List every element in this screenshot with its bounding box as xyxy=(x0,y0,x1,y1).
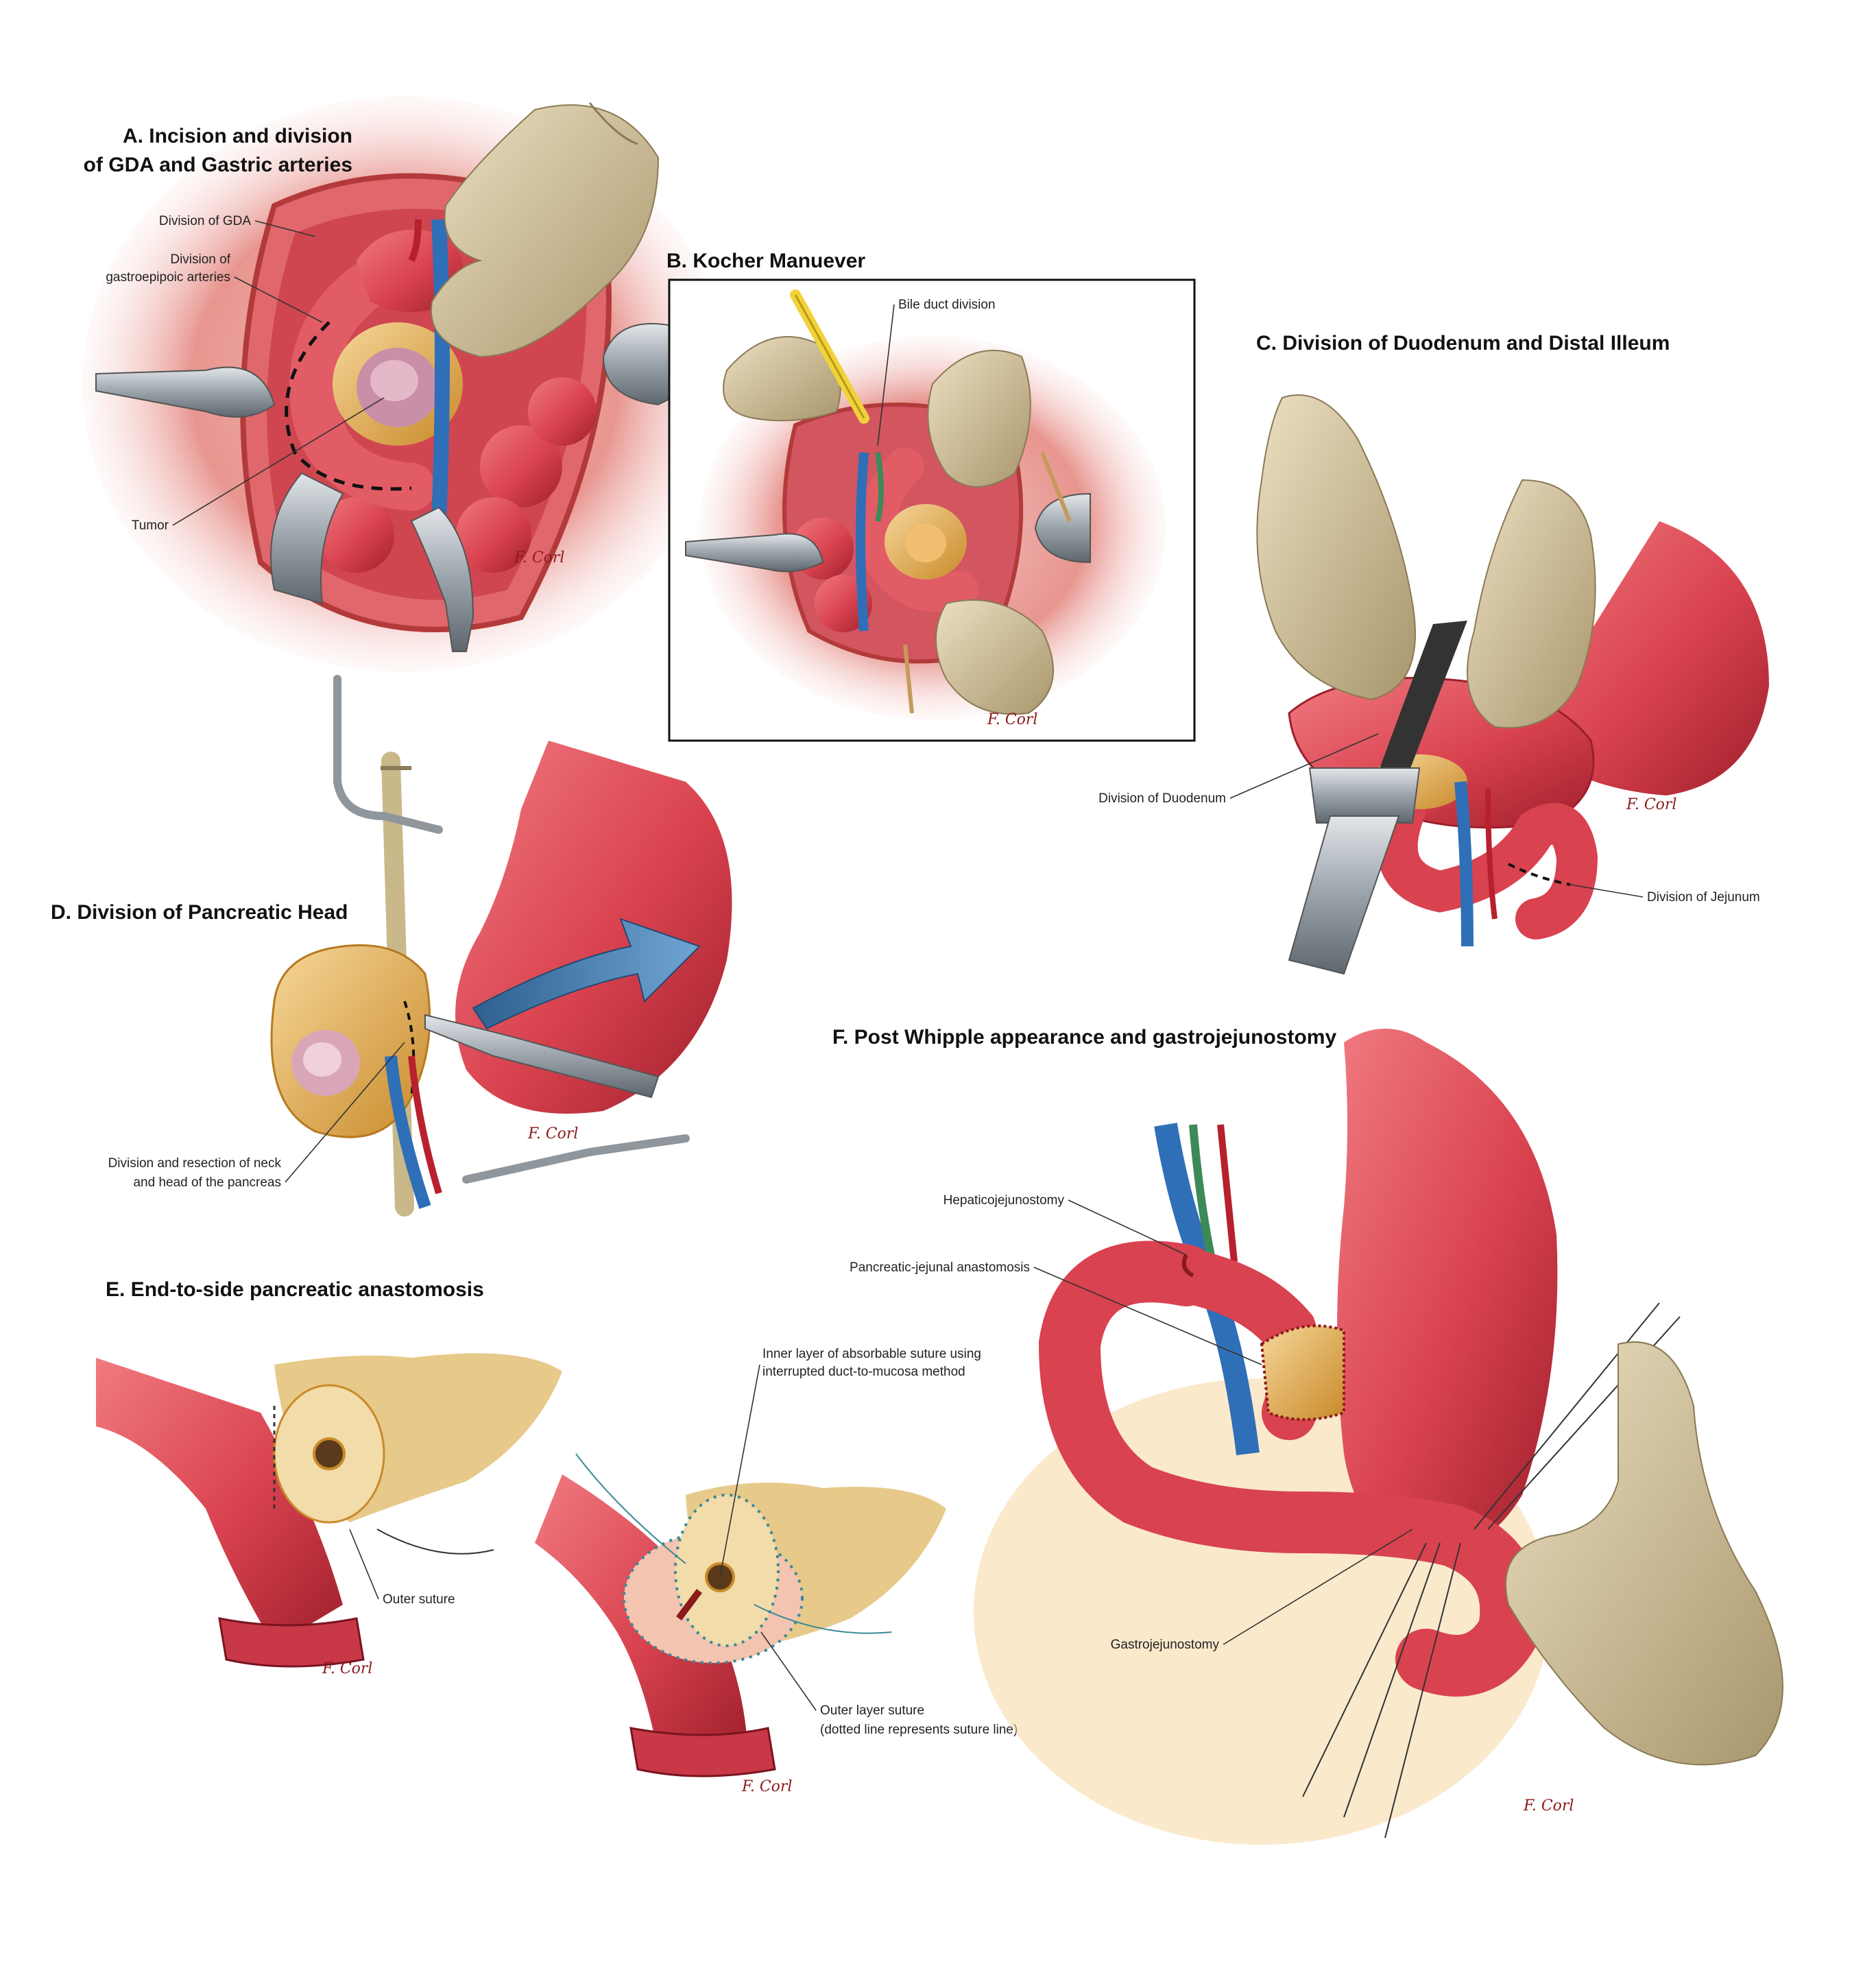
panel-e-illustration-right xyxy=(535,1453,946,1777)
label-gastroepiploic-line2: gastroepipoic arteries xyxy=(106,270,230,285)
panel-d: D. Division of Pancreatic Head Division … xyxy=(51,675,732,1217)
panel-c-illustration xyxy=(1256,394,1769,975)
panel-c-title: C. Division of Duodenum and Distal Illeu… xyxy=(1256,332,1670,355)
panel-c: C. Division of Duodenum and Distal Illeu… xyxy=(1098,332,1769,975)
panel-b-signature: F. Corl xyxy=(987,711,1037,728)
panel-f: F. Post Whipple appearance and gastrojej… xyxy=(832,1026,1783,1845)
label-outer-suture: Outer suture xyxy=(383,1592,455,1607)
label-division-of-jejunum: Division of Jejunum xyxy=(1647,890,1760,905)
panel-a: A. Incision and division of GDA and Gast… xyxy=(82,96,727,672)
label-outer-layer-line2: (dotted line represents suture line) xyxy=(820,1723,1018,1737)
panel-e: E. End-to-side pancreatic anastomosis Ou… xyxy=(96,1278,1018,1795)
leader-bile-duct-division xyxy=(877,304,895,446)
panel-a-title-line2: of GDA and Gastric arteries xyxy=(84,154,352,176)
panel-e-signature-left: F. Corl xyxy=(322,1660,372,1677)
leader-gastroepiploic xyxy=(234,276,323,323)
panel-f-signature: F. Corl xyxy=(1523,1797,1574,1815)
leader-hepaticojejunostomy xyxy=(1068,1199,1187,1256)
panel-d-illustration xyxy=(270,675,732,1217)
panel-f-illustration xyxy=(974,1029,1783,1845)
label-inner-layer-line1: Inner layer of absorbable suture using xyxy=(762,1347,981,1361)
leader-division-of-gda xyxy=(254,220,316,237)
label-resection-line1: Division and resection of neck xyxy=(108,1156,282,1171)
panel-e-signature-right: F. Corl xyxy=(741,1778,792,1795)
label-outer-layer-line1: Outer layer suture xyxy=(820,1703,924,1718)
label-resection-line2: and head of the pancreas xyxy=(133,1175,281,1190)
leader-pancreatic-jejunal xyxy=(1033,1267,1262,1365)
panel-b-illustration xyxy=(685,289,1166,720)
panel-b-title: B. Kocher Manuever xyxy=(666,250,865,272)
panel-b: B. Kocher Manuever Bile duct divis xyxy=(666,250,1196,742)
panel-f-title: F. Post Whipple appearance and gastrojej… xyxy=(832,1026,1336,1049)
leader-tumor xyxy=(172,397,385,526)
panel-e-title: E. End-to-side pancreatic anastomosis xyxy=(106,1278,484,1301)
label-inner-layer-line2: interrupted duct-to-mucosa method xyxy=(762,1365,965,1379)
label-gastrojejunostomy: Gastrojejunostomy xyxy=(1111,1638,1220,1652)
leader-outer-layer xyxy=(760,1631,817,1711)
label-division-of-gda: Division of GDA xyxy=(159,214,251,228)
leader-division-of-duodenum xyxy=(1229,733,1379,799)
label-bile-duct-division: Bile duct division xyxy=(898,298,996,312)
label-tumor: Tumor xyxy=(132,518,169,533)
panel-c-signature: F. Corl xyxy=(1626,796,1676,813)
panel-e-illustration-left xyxy=(96,1353,562,1668)
panel-d-title: D. Division of Pancreatic Head xyxy=(51,901,348,924)
panel-a-title-line1: A. Incision and division xyxy=(123,125,352,147)
leader-division-of-jejunum xyxy=(1570,884,1644,898)
panel-a-illustration xyxy=(82,96,727,672)
label-gastroepiploic-line1: Division of xyxy=(170,252,230,267)
label-hepaticojejunostomy: Hepaticojejunostomy xyxy=(943,1193,1065,1208)
leader-gastrojejunostomy xyxy=(1223,1529,1413,1645)
label-division-of-duodenum: Division of Duodenum xyxy=(1098,791,1226,806)
leader-inner-layer xyxy=(719,1364,760,1578)
panel-a-signature: F. Corl xyxy=(514,549,564,566)
leader-outer-suture xyxy=(349,1529,379,1600)
leader-resection xyxy=(285,1042,405,1183)
panel-d-signature: F. Corl xyxy=(527,1125,578,1142)
label-pancreatic-jejunal: Pancreatic-jejunal anastomosis xyxy=(850,1260,1030,1275)
